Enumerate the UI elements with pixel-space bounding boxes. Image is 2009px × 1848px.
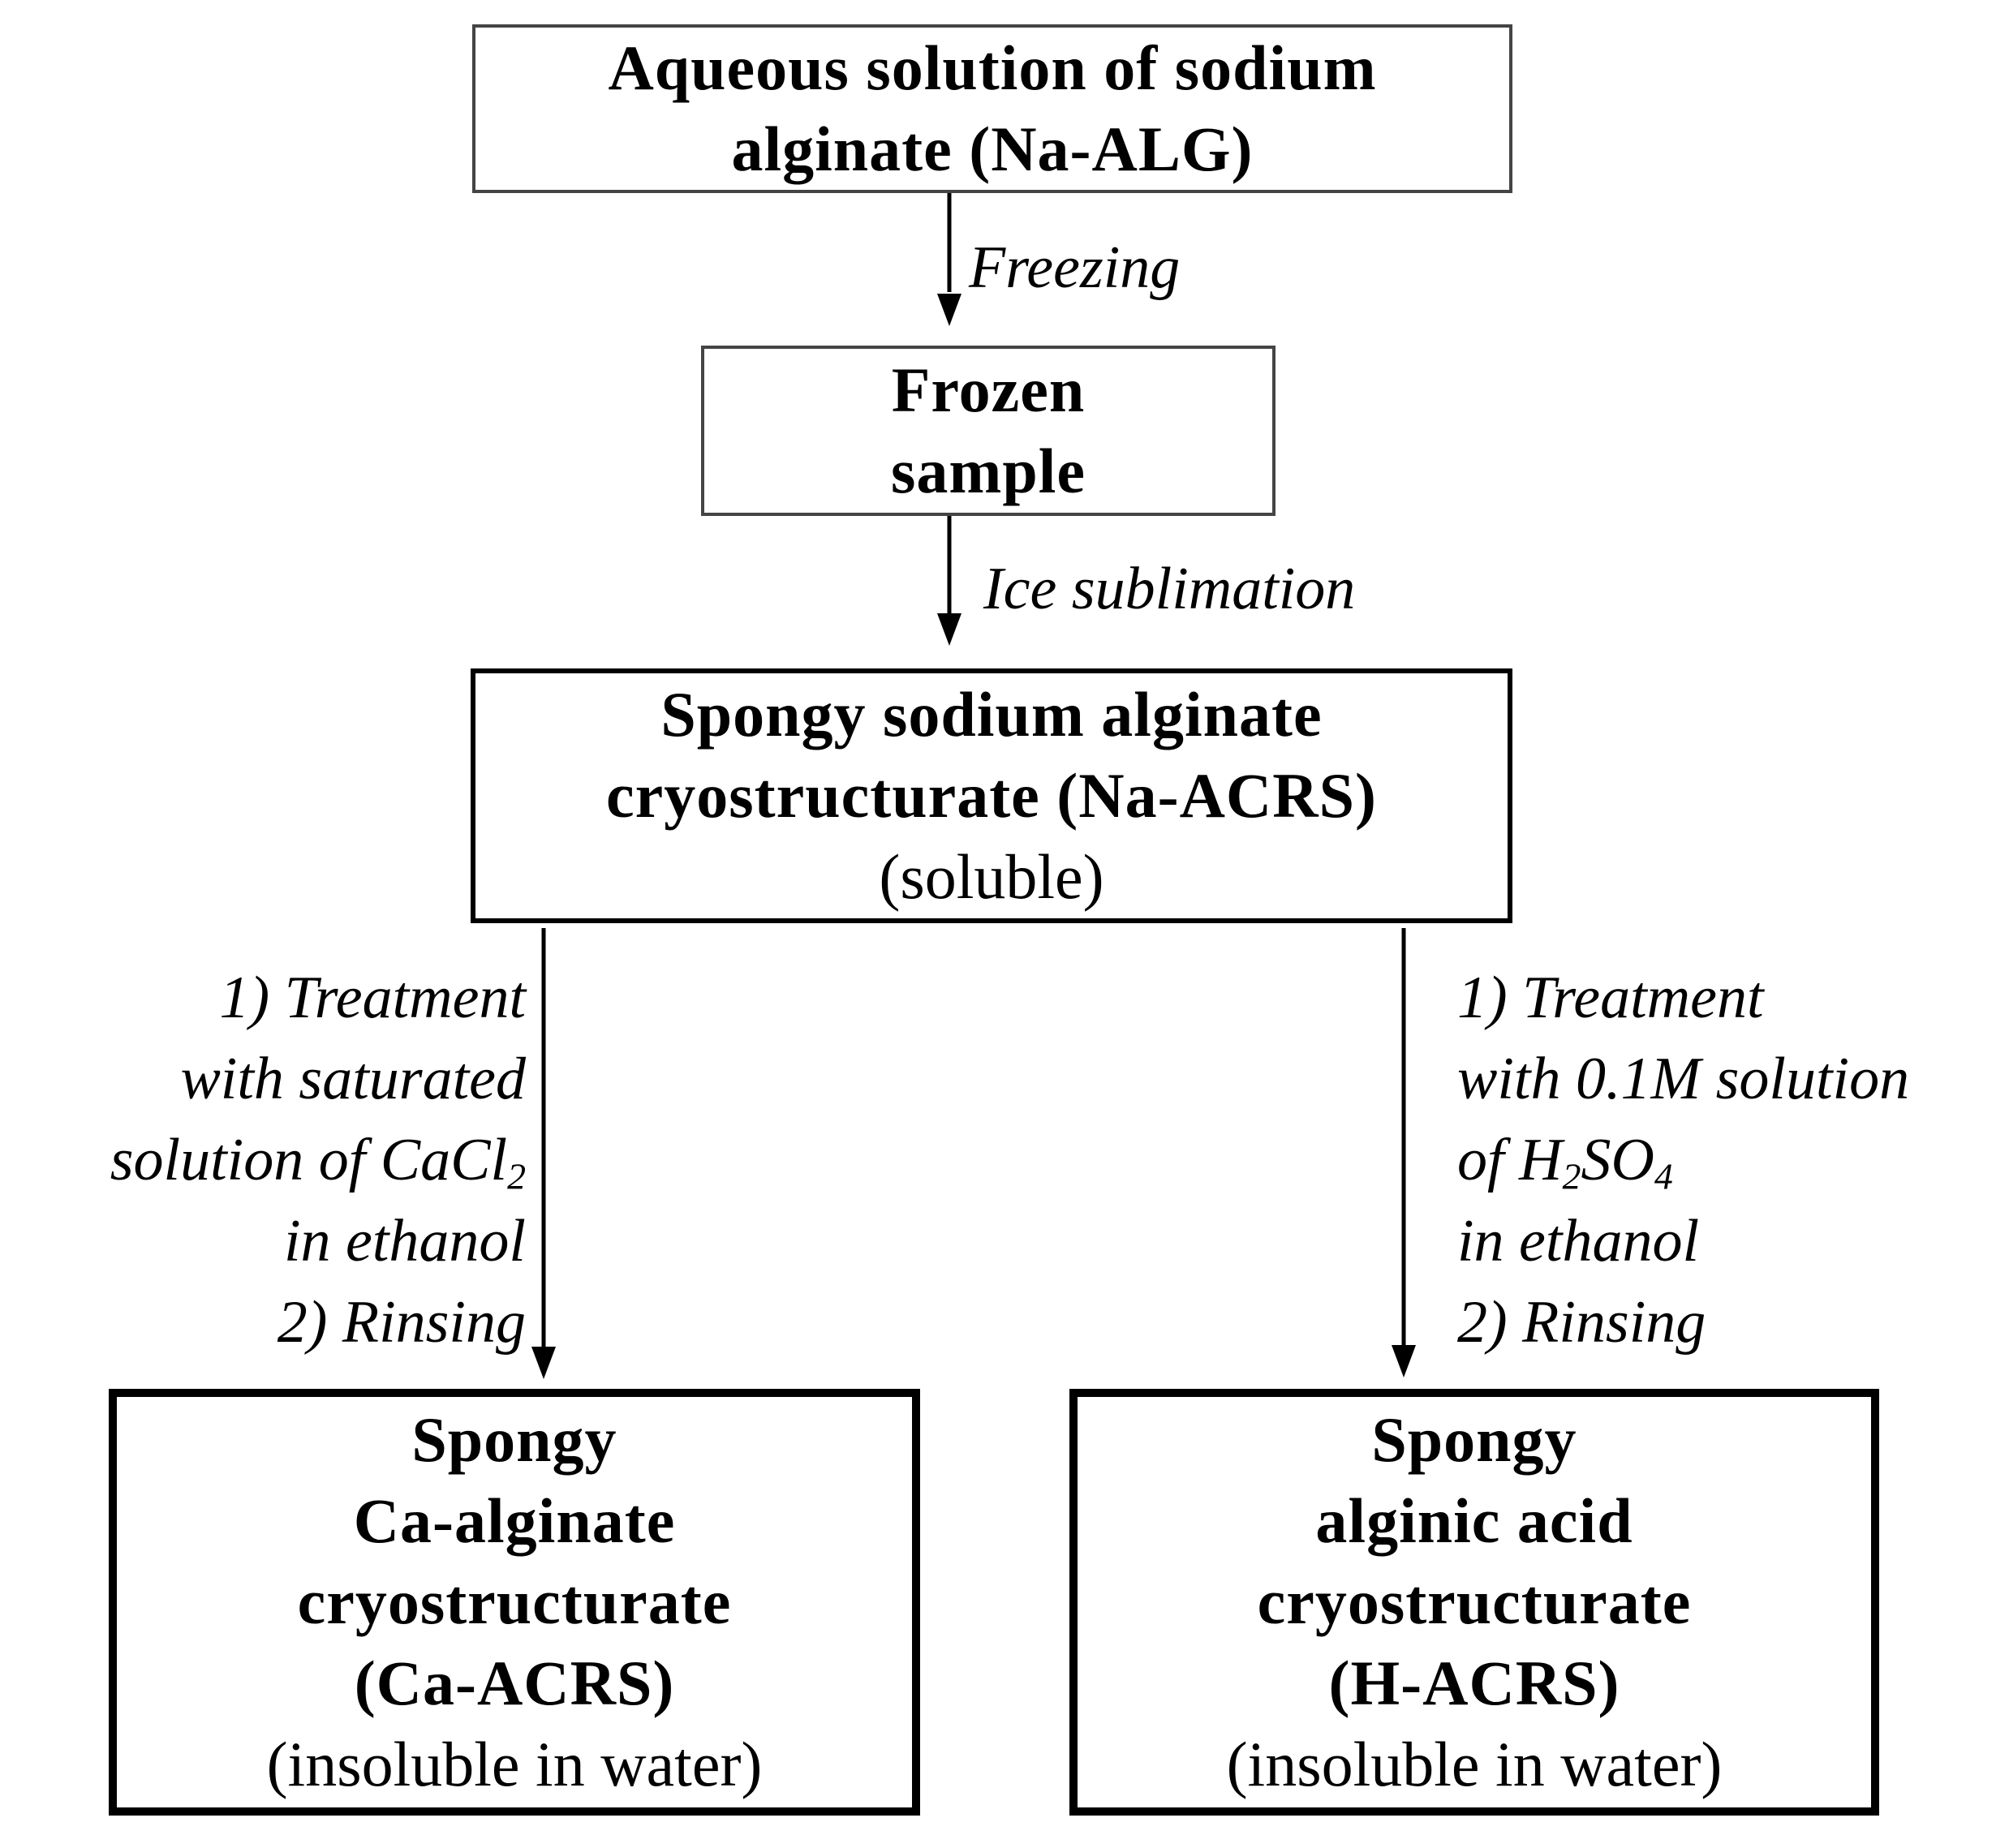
node-ca-line-3: cryostructurate bbox=[297, 1567, 732, 1637]
edge-to-ca-line-1: 1) Treatment bbox=[219, 965, 526, 1031]
node-ca-line-4: (Ca-ACRS) bbox=[354, 1648, 675, 1718]
node-aqueous-solution: Aqueous solution of sodium alginate (Na-… bbox=[472, 24, 1512, 193]
arrow-to-ca-acrs bbox=[531, 928, 556, 1379]
edge-label-ice-sublimation: Ice sublimation bbox=[983, 548, 1355, 630]
edge-to-h-line-4: in ethanol bbox=[1457, 1208, 1700, 1274]
edge-to-h-line-2: with 0.1M solution bbox=[1457, 1046, 1910, 1112]
arrow-to-h-acrs bbox=[1392, 928, 1416, 1377]
edge-to-h-line-1: 1) Treatment bbox=[1457, 965, 1764, 1031]
node-spongy-na-line-1: Spongy sodium alginate bbox=[660, 679, 1323, 750]
edge-label-to-ca: 1) Treatment with saturated solution of … bbox=[16, 957, 526, 1363]
node-h-line-2: alginic acid bbox=[1315, 1485, 1633, 1556]
node-frozen-line-1: Frozen bbox=[891, 355, 1086, 425]
edge-to-ca-line-3: solution of CaCl2 bbox=[110, 1127, 526, 1197]
edge-freezing-text: Freezing bbox=[969, 234, 1181, 301]
node-aqueous-line-1: Aqueous solution of sodium bbox=[608, 32, 1377, 103]
node-h-line-3: cryostructurate bbox=[1257, 1567, 1692, 1637]
node-h-line-4: (H-ACRS) bbox=[1328, 1648, 1620, 1718]
node-aqueous-line-2: alginate (Na-ALG) bbox=[731, 114, 1254, 184]
node-ca-acrs: Spongy Ca-alginate cryostructurate (Ca-A… bbox=[109, 1389, 920, 1816]
node-ca-line-2: Ca-alginate bbox=[353, 1485, 676, 1556]
node-spongy-na-acrs: Spongy sodium alginate cryostructurate (… bbox=[471, 668, 1512, 923]
node-ca-line-1: Spongy bbox=[411, 1404, 617, 1475]
node-h-acrs: Spongy alginic acid cryostructurate (H-A… bbox=[1069, 1389, 1879, 1816]
node-spongy-na-note: (soluble) bbox=[879, 841, 1104, 912]
arrow-ice-sublimation bbox=[937, 516, 961, 646]
node-h-note: (insoluble in water) bbox=[1226, 1729, 1723, 1799]
edge-to-h-line-5: 2) Rinsing bbox=[1457, 1289, 1706, 1356]
arrow-freezing bbox=[937, 191, 961, 326]
node-frozen-sample: Frozen sample bbox=[701, 346, 1276, 516]
edge-label-freezing: Freezing bbox=[969, 227, 1180, 308]
edge-to-ca-line-5: 2) Rinsing bbox=[277, 1289, 526, 1356]
edge-ice-sublimation-text: Ice sublimation bbox=[983, 556, 1356, 622]
node-h-line-1: Spongy bbox=[1371, 1404, 1577, 1475]
node-spongy-na-line-2: cryostructurate (Na-ACRS) bbox=[606, 760, 1377, 831]
edge-to-ca-line-4: in ethanol bbox=[283, 1208, 526, 1274]
edge-to-ca-line-2: with saturated bbox=[180, 1046, 526, 1112]
edge-label-to-h: 1) Treatment with 0.1M solution of H2SO4… bbox=[1457, 957, 1909, 1363]
edge-to-h-line-3: of H2SO4 bbox=[1457, 1127, 1673, 1197]
node-frozen-line-2: sample bbox=[891, 436, 1086, 506]
node-ca-note: (insoluble in water) bbox=[266, 1729, 763, 1799]
